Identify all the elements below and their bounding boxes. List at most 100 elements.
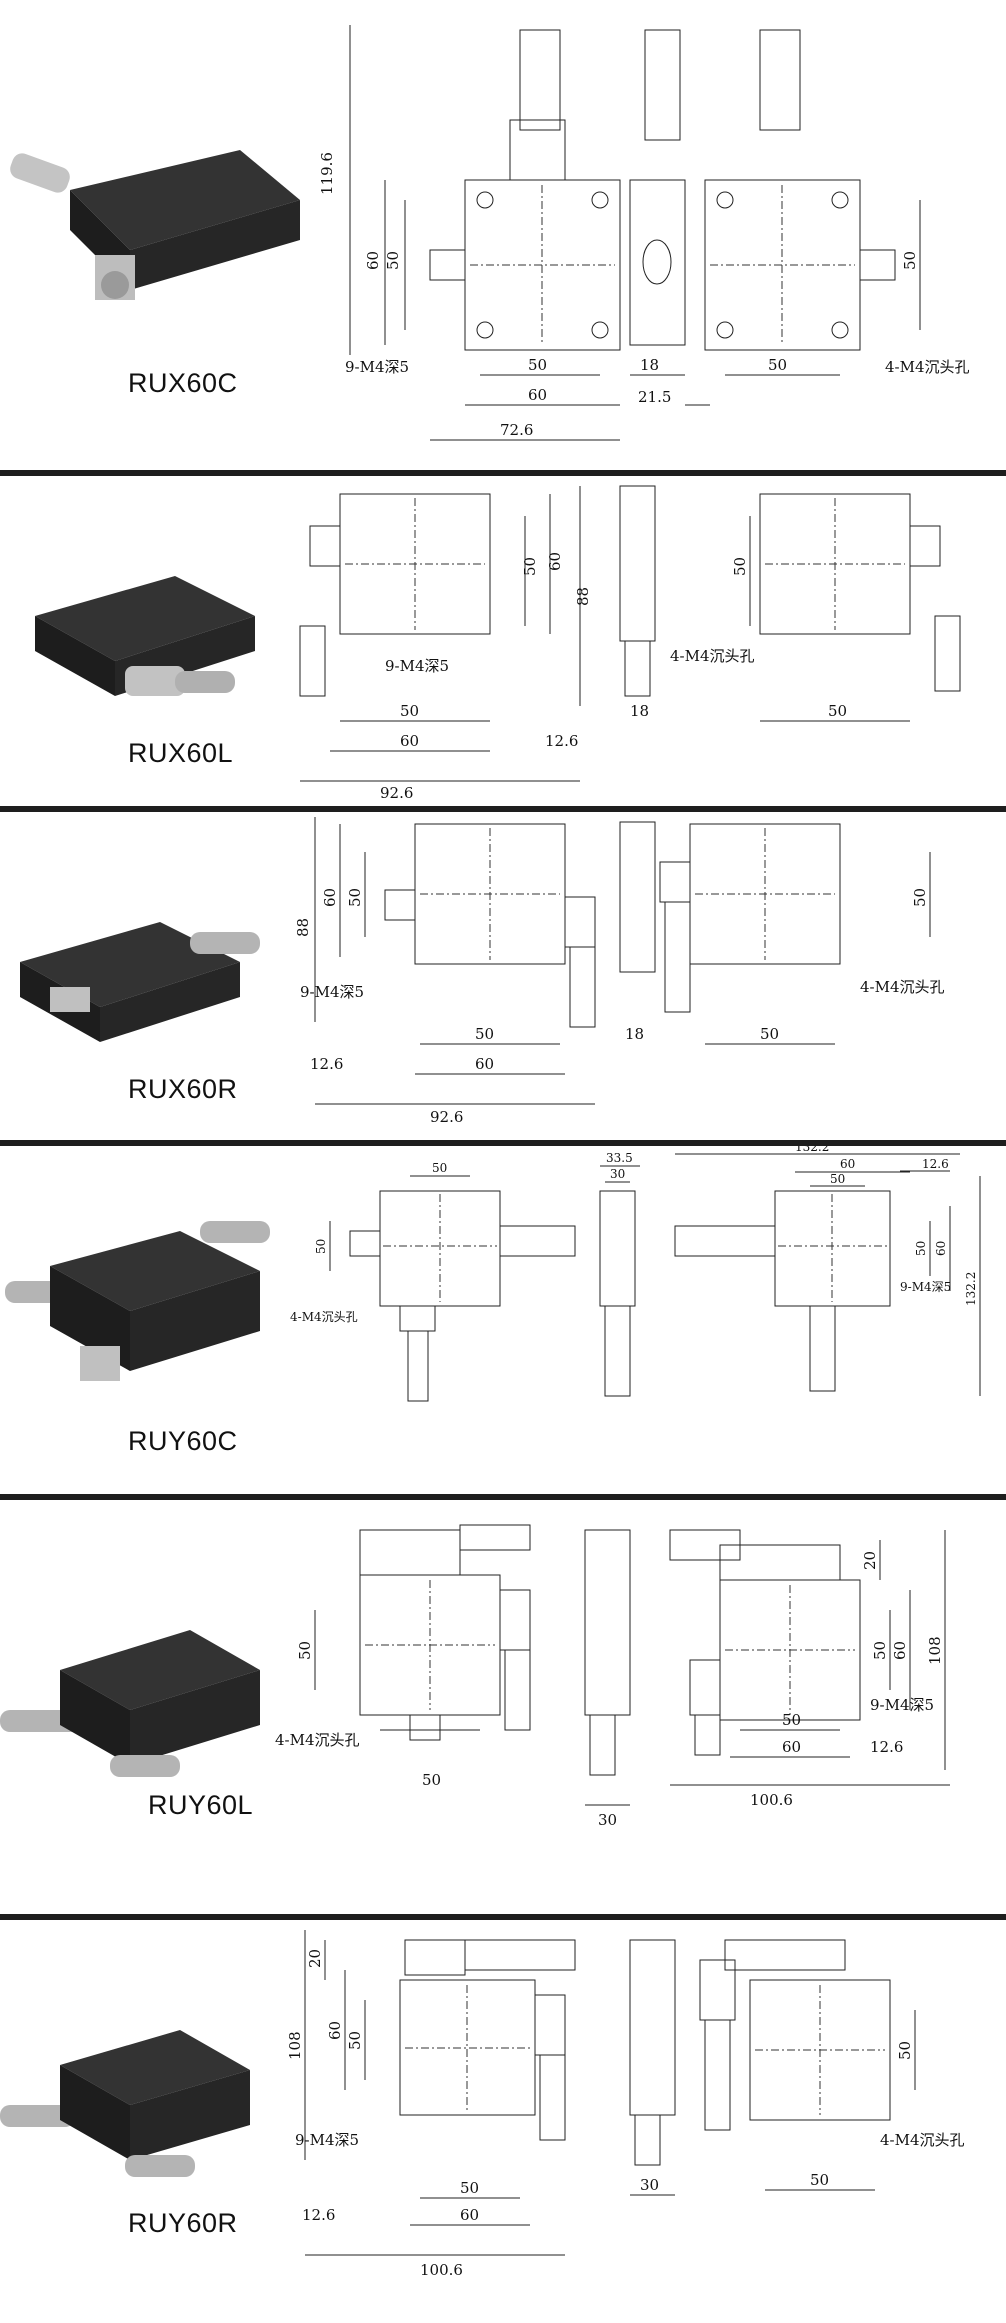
dim-100-6: 100.6: [750, 1791, 793, 1809]
dim-side-18: 18: [640, 356, 659, 374]
dim-60: 60: [840, 1157, 855, 1171]
model-name: RUY60R: [128, 2208, 238, 2238]
dim-side-30: 30: [610, 1167, 625, 1181]
stage-photo: [0, 1630, 260, 1777]
model-name: RUX60R: [128, 1074, 238, 1104]
stage-photo: [10, 150, 300, 300]
dim-20: 20: [861, 1551, 879, 1570]
model-name: RUY60L: [148, 1790, 254, 1820]
stage-photo: [5, 1221, 270, 1381]
dim-side-33-5: 33.5: [606, 1151, 633, 1165]
dim-left-50: 50: [296, 1641, 314, 1660]
dim-right-50: 50: [914, 1241, 928, 1256]
section-ruy60c: RUY60C 50 50 33.5 30 132.2 60 50 12.6: [0, 1146, 1006, 1494]
divider: [0, 806, 1006, 812]
dim-bottom-height-50: 50: [731, 557, 749, 576]
dim-width-60: 60: [460, 2206, 479, 2224]
label-m4-deep: 9-M4深5: [300, 983, 364, 1001]
dim-width-50: 50: [400, 702, 419, 720]
divider: [0, 1494, 1006, 1500]
dim-left-50: 50: [314, 1239, 328, 1254]
dim-20: 20: [306, 1949, 324, 1968]
technical-drawing: 50 50 30 20 50 60 108 50 60 12.6 100.6 4…: [275, 1524, 950, 1829]
dim-50: 50: [346, 2031, 364, 2050]
technical-drawing: 20 108 60 50 50 60 12.6 100.6 30 50 50 9…: [286, 1930, 965, 2279]
dim-right-60: 60: [934, 1241, 948, 1256]
label-m4-counter: 4-M4沉头孔: [275, 1731, 360, 1749]
dim-88: 88: [294, 918, 312, 937]
label-m4-deep: 9-M4深5: [870, 1696, 934, 1714]
dim-width-50: 50: [528, 356, 547, 374]
dim-side-30: 30: [640, 2176, 659, 2194]
dim-12-6: 12.6: [545, 732, 578, 750]
dim-12-6: 12.6: [310, 1055, 343, 1073]
dim-60: 60: [326, 2021, 344, 2040]
stage-photo: [35, 576, 255, 696]
dim-50: 50: [346, 888, 364, 907]
dim-bottom-50: 50: [782, 1711, 801, 1729]
dim-bottom-50: 50: [810, 2171, 829, 2189]
dim-overall-132-2: 132.2: [795, 1146, 829, 1154]
dim-50: 50: [830, 1172, 845, 1186]
technical-drawing: 60 50 88 50 60 92.6 12.6 18 50 50 9-M4深5…: [294, 817, 945, 1126]
dim-side-18: 18: [625, 1025, 644, 1043]
dim-width-50: 50: [475, 1025, 494, 1043]
dim-width-50: 50: [460, 2179, 479, 2197]
section-ruy60r: RUY60R 20 108 60 50 50 60 12.6 100.6: [0, 1920, 1006, 2323]
label-m4-deep: 9-M4深5: [900, 1280, 951, 1294]
section-rux60r: RUX60R 60 50 88 50 60 92.6 12.6 18 50 50…: [0, 812, 1006, 1140]
section-rux60c: RUX60C 119.6 60 50: [0, 0, 1006, 470]
label-m4-counter: 4-M4沉头孔: [670, 647, 755, 665]
label-m4-deep: 9-M4深5: [295, 2131, 359, 2149]
model-name: RUX60C: [128, 368, 238, 398]
label-m4-counter: 4-M4沉头孔: [880, 2131, 965, 2149]
dim-side-30: 30: [598, 1811, 617, 1829]
dim-side-21-5: 21.5: [638, 388, 671, 406]
dim-bottom-height-50: 50: [911, 888, 929, 907]
dim-top-50: 50: [432, 1161, 447, 1175]
dim-width-60: 60: [528, 386, 547, 404]
dim-88: 88: [574, 587, 592, 606]
technical-drawing: 50 50 33.5 30 132.2 60 50 12.6 50 60 132…: [290, 1146, 981, 1402]
dim-height-total: 119.6: [318, 152, 336, 195]
dim-108: 108: [926, 1636, 944, 1665]
dim-width-92-6: 92.6: [380, 784, 413, 802]
dim-height-50: 50: [384, 251, 402, 270]
stage-photo: [0, 2030, 250, 2177]
dim-60: 60: [321, 888, 339, 907]
dim-right-50: 50: [896, 2041, 914, 2060]
dim-bottom-50: 50: [828, 702, 847, 720]
dim-bottom-height-50: 50: [901, 251, 919, 270]
dim-right-132-2: 132.2: [964, 1272, 978, 1306]
model-name: RUY60C: [128, 1426, 238, 1456]
dim-12-6: 12.6: [870, 1738, 903, 1756]
dim-50: 50: [871, 1641, 889, 1660]
label-m4-counter: 4-M4沉头孔: [885, 358, 970, 376]
divider: [0, 470, 1006, 476]
dim-60: 60: [546, 552, 564, 571]
technical-drawing: 50 60 88 50 60 92.6 12.6 18 50 50 9-M4深5…: [299, 485, 961, 802]
dim-bottom-50: 50: [768, 356, 787, 374]
label-m4-deep: 9-M4深5: [385, 657, 449, 675]
dim-width-50: 50: [422, 1771, 441, 1789]
dim-60: 60: [891, 1641, 909, 1660]
dim-bottom-60: 60: [782, 1738, 801, 1756]
technical-drawing: 119.6 60 50 50 60 72.6 18 21.5 50 50 9-M…: [318, 25, 970, 441]
model-name: RUX60L: [128, 738, 234, 768]
dim-width-92-6: 92.6: [430, 1108, 463, 1126]
stage-photo: [20, 922, 260, 1042]
section-rux60l: RUX60L 50 60 88 50 60 92.6 12.6 18 50 50…: [0, 476, 1006, 806]
dim-height-60: 60: [364, 251, 382, 270]
section-ruy60l: RUY60L 50 50 30 20 50 60 108: [0, 1500, 1006, 1914]
dim-width-60: 60: [400, 732, 419, 750]
divider: [0, 1140, 1006, 1146]
dim-12-6: 12.6: [302, 2206, 335, 2224]
dim-50: 50: [521, 557, 539, 576]
label-m4-deep: 9-M4深5: [345, 358, 409, 376]
dim-width-72-6: 72.6: [500, 421, 533, 439]
dim-side-18: 18: [630, 702, 649, 720]
label-m4-counter: 4-M4沉头孔: [290, 1310, 358, 1324]
dim-12-6: 12.6: [922, 1157, 949, 1171]
divider: [0, 1914, 1006, 1920]
dim-width-60: 60: [475, 1055, 494, 1073]
